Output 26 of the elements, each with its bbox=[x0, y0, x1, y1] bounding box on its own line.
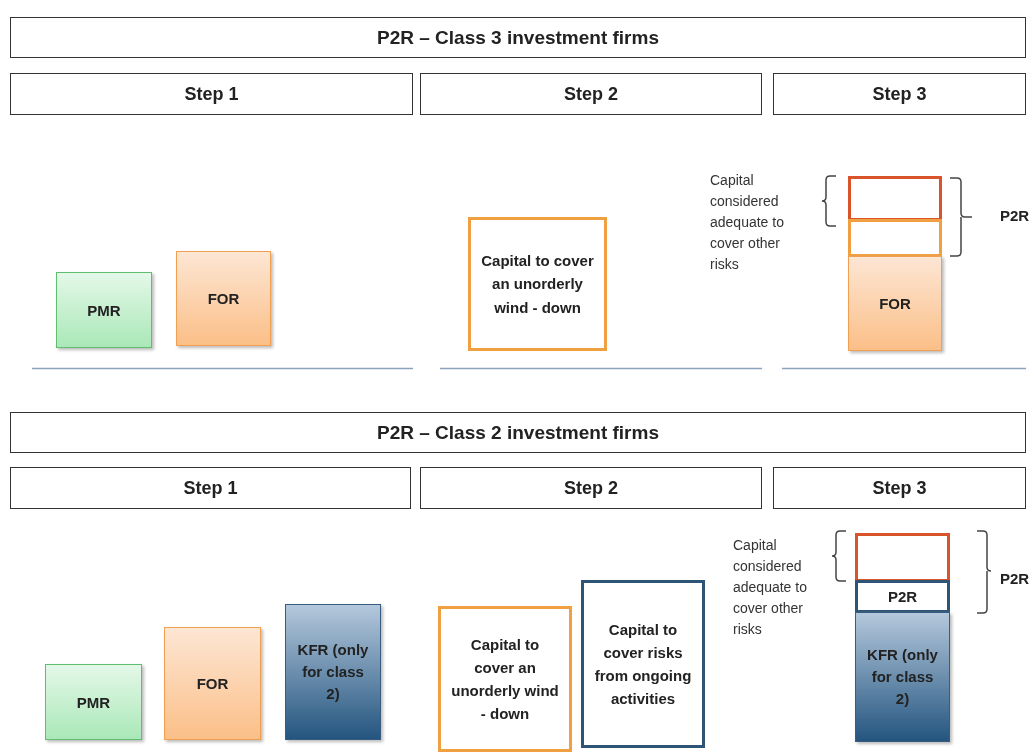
capital-box: Capital to cover an unorderly wind - down bbox=[438, 606, 572, 752]
empty-box bbox=[855, 533, 950, 582]
kfr-block: KFR (only for class 2) bbox=[855, 612, 950, 742]
pmr-block: PMR bbox=[45, 664, 142, 740]
header-band: P2R – Class 2 investment firms bbox=[10, 412, 1026, 453]
empty-box bbox=[848, 176, 942, 221]
p2r-box: P2R bbox=[855, 580, 950, 613]
header-band: P2R – Class 3 investment firms bbox=[10, 17, 1026, 58]
note-text: Capital considered adequate to cover other risks bbox=[733, 536, 808, 639]
step-header: Step 2 bbox=[420, 467, 762, 509]
for-block: FOR bbox=[176, 251, 271, 346]
capital-box: Capital to cover risks from ongoing activities bbox=[581, 580, 705, 748]
for-block: FOR bbox=[164, 627, 261, 740]
note-text: Capital considered adequate to cover other risks bbox=[710, 171, 785, 274]
step-header: Step 1 bbox=[10, 467, 411, 509]
step-header: Step 3 bbox=[773, 73, 1026, 115]
empty-box bbox=[848, 219, 942, 257]
capital-box: Capital to cover an unorderly wind - down bbox=[468, 217, 607, 351]
for-block: FOR bbox=[848, 256, 942, 351]
step-header: Step 2 bbox=[420, 73, 762, 115]
bracket-label: P2R bbox=[1000, 570, 1031, 587]
bracket-label: P2R bbox=[1000, 207, 1031, 224]
pmr-block: PMR bbox=[56, 272, 152, 348]
step-header: Step 3 bbox=[773, 467, 1026, 509]
kfr-block: KFR (only for class 2) bbox=[285, 604, 381, 740]
step-header: Step 1 bbox=[10, 73, 413, 115]
